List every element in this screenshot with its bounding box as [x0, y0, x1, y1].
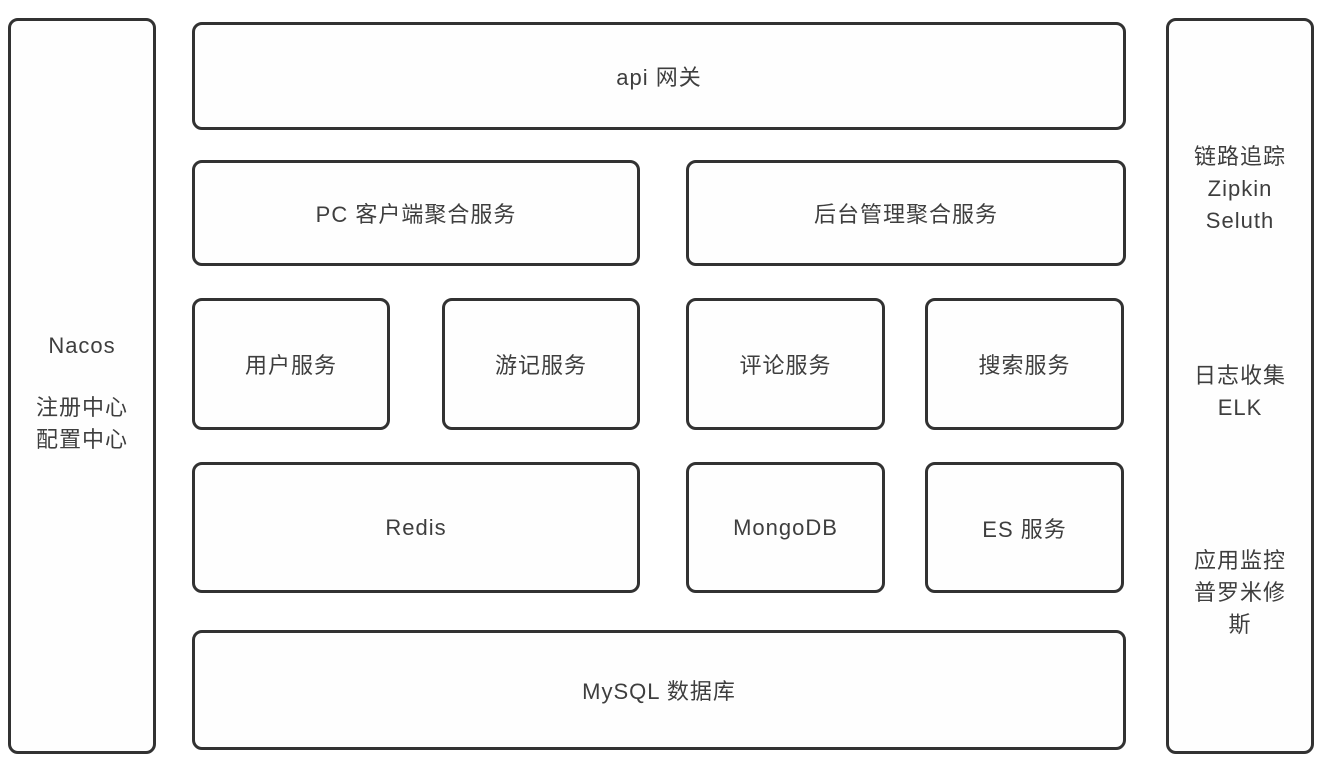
travel-notes-service-label: 游记服务 — [494, 353, 587, 378]
box-user-service: 用户服务 — [192, 298, 390, 430]
mongodb-label: MongoDB — [733, 514, 838, 540]
nacos-title: Nacos — [48, 333, 116, 358]
box-redis: Redis — [192, 462, 640, 593]
user-service-label: 用户服务 — [244, 353, 337, 378]
tracing-line-title: 链路追踪 — [1193, 144, 1286, 169]
api-gateway-label: api 网关 — [616, 65, 702, 90]
box-admin-aggregation-service: 后台管理聚合服务 — [686, 160, 1126, 266]
monitoring-text-group: 应用监控 普罗米修 斯 — [1169, 545, 1311, 641]
box-pc-aggregation-service: PC 客户端聚合服务 — [192, 160, 640, 266]
box-comment-service: 评论服务 — [686, 298, 885, 430]
nacos-line-registry: 注册中心 — [35, 395, 128, 420]
es-service-label: ES 服务 — [982, 516, 1067, 542]
tracing-line-zipkin: Zipkin — [1207, 176, 1273, 201]
box-travel-notes-service: 游记服务 — [442, 298, 640, 430]
spacer — [11, 362, 153, 392]
nacos-panel-text: Nacos 注册中心 配置中心 — [11, 330, 153, 456]
box-es-service: ES 服务 — [925, 462, 1124, 593]
monitoring-line-title: 应用监控 — [1193, 548, 1286, 573]
nacos-panel: Nacos 注册中心 配置中心 — [8, 18, 156, 754]
observability-panel: 链路追踪 Zipkin Seluth 日志收集 ELK 应用监控 普罗米修 斯 — [1166, 18, 1314, 754]
monitoring-line-prometheus-2: 斯 — [1228, 612, 1252, 637]
pc-aggregation-label: PC 客户端聚合服务 — [315, 202, 517, 227]
box-mongodb: MongoDB — [686, 462, 885, 593]
tracing-text-group: 链路追踪 Zipkin Seluth — [1169, 141, 1311, 237]
box-mysql-database: MySQL 数据库 — [192, 630, 1126, 750]
redis-label: Redis — [385, 514, 447, 540]
logging-line-title: 日志收集 — [1193, 363, 1286, 388]
mysql-database-label: MySQL 数据库 — [582, 679, 736, 704]
comment-service-label: 评论服务 — [739, 353, 832, 378]
search-service-label: 搜索服务 — [978, 353, 1071, 378]
tracing-line-sleuth: Seluth — [1205, 208, 1275, 233]
logging-line-elk: ELK — [1217, 395, 1263, 420]
admin-aggregation-label: 后台管理聚合服务 — [813, 202, 998, 227]
monitoring-line-prometheus-1: 普罗米修 — [1193, 580, 1286, 605]
box-search-service: 搜索服务 — [925, 298, 1124, 430]
nacos-line-config: 配置中心 — [35, 427, 128, 452]
box-api-gateway: api 网关 — [192, 22, 1126, 130]
logging-text-group: 日志收集 ELK — [1169, 360, 1311, 424]
